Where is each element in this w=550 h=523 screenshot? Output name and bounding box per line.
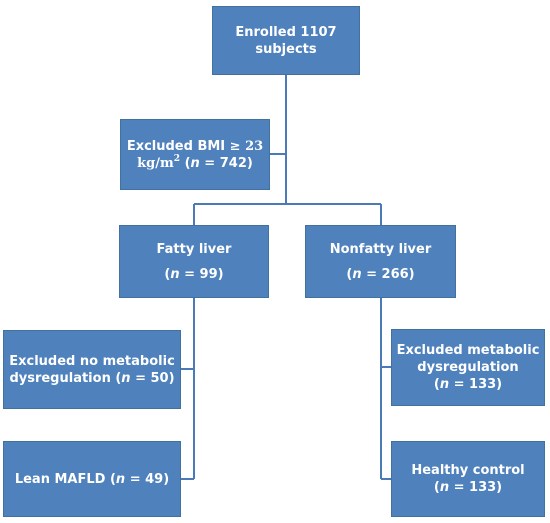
excluded-metabolic-n-symbol: n — [439, 377, 450, 392]
excluded-bmi-label: Excluded BMI — [126, 138, 230, 154]
healthy-control-count-line: (n = 133) — [434, 479, 502, 496]
excluded-no-metabolic-count: = 50) — [130, 370, 175, 386]
excluded-no-metabolic-line2: dysregulation (n = 50) — [9, 370, 174, 387]
excluded-bmi-n-symbol: n — [190, 155, 200, 171]
excluded-no-metabolic-line1: Excluded no metabolic — [9, 353, 175, 369]
excluded-no-metabolic-n-symbol: n — [121, 370, 131, 386]
nonfatty-liver-count: = 266) — [361, 266, 415, 282]
nonfatty-liver-count-line: (n = 266) — [346, 266, 414, 283]
excluded-metabolic-box: Excluded metabolic dysregulation (n = 13… — [391, 329, 545, 406]
healthy-control-title: Healthy control — [411, 463, 525, 478]
healthy-control-box: Healthy control (n = 133) — [391, 441, 545, 517]
lean-mafld-n-symbol: n — [115, 471, 126, 487]
fatty-liver-open-paren: ( — [164, 266, 171, 282]
fatty-liver-title: Fatty liver — [156, 241, 232, 257]
lean-mafld-line: Lean MAFLD (n = 49) — [15, 471, 169, 488]
healthy-control-open-paren: ( — [433, 480, 440, 495]
excluded-bmi-count: = 742) — [199, 155, 253, 171]
fatty-liver-count-line: (n = 99) — [164, 266, 223, 283]
nonfatty-liver-box: Nonfatty liver (n = 266) — [305, 225, 456, 298]
excluded-metabolic-line2: dysregulation — [417, 360, 519, 375]
excluded-metabolic-count: = 133) — [449, 377, 503, 392]
fatty-liver-n-symbol: n — [170, 266, 180, 282]
excluded-bmi-threshold: ≥ 23 — [229, 138, 264, 154]
excluded-bmi-unit: kg/m — [137, 155, 174, 171]
enrolled-box: Enrolled 1107 subjects — [212, 6, 360, 75]
excluded-metabolic-count-line: (n = 133) — [434, 376, 502, 393]
lean-mafld-label: Lean MAFLD ( — [14, 471, 116, 487]
nonfatty-liver-n-symbol: n — [352, 266, 362, 282]
excluded-bmi-unit-exponent: 2 — [173, 153, 181, 164]
excluded-bmi-box: Excluded BMI ≥ 23 kg/m2 (n = 742) — [120, 119, 270, 190]
healthy-control-n-symbol: n — [439, 480, 450, 495]
fatty-liver-box: Fatty liver (n = 99) — [119, 225, 269, 298]
healthy-control-count: = 133) — [449, 480, 503, 495]
nonfatty-liver-title: Nonfatty liver — [329, 241, 432, 257]
excluded-bmi-line2: kg/m2 (n = 742) — [137, 153, 253, 172]
excluded-no-metabolic-box: Excluded no metabolic dysregulation (n =… — [3, 330, 181, 409]
excluded-metabolic-open-paren: ( — [433, 377, 440, 392]
excluded-no-metabolic-label: dysregulation ( — [9, 370, 122, 386]
lean-mafld-count: = 49) — [125, 471, 170, 487]
fatty-liver-count: = 99) — [179, 266, 224, 282]
excluded-metabolic-line1: Excluded metabolic — [396, 343, 540, 358]
lean-mafld-box: Lean MAFLD (n = 49) — [3, 441, 181, 517]
excluded-bmi-open-paren: ( — [180, 155, 191, 171]
excluded-bmi-line1: Excluded BMI ≥ 23 — [127, 138, 263, 155]
enrolled-line2: subjects — [255, 41, 317, 57]
enrolled-line1: Enrolled 1107 — [235, 24, 337, 40]
nonfatty-liver-open-paren: ( — [346, 266, 353, 282]
